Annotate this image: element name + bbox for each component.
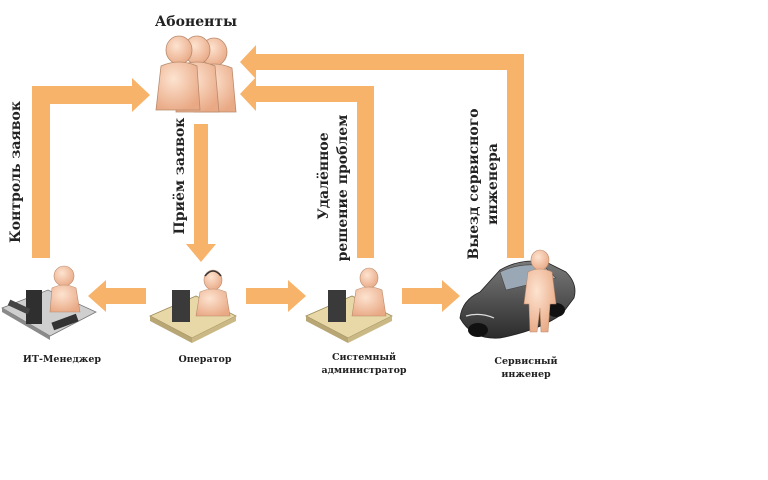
label-visit-line1: Выезд сервисного — [466, 108, 482, 259]
arrow-control-requests — [32, 78, 150, 258]
label-remote-line2: решение проблем — [335, 115, 351, 262]
sysadmin-icon — [306, 268, 392, 343]
arrow-remote-solution — [240, 77, 374, 258]
label-receive-requests: Приём заявок — [172, 118, 188, 235]
arrows — [32, 45, 524, 312]
label-it-manager: ИТ-Менеджер — [23, 354, 102, 365]
subscribers-icon — [156, 36, 236, 112]
label-sysadmin-line2: администратор — [321, 365, 406, 376]
label-sysadmin-line1: Системный — [332, 352, 396, 363]
label-engineer-line1: Сервисный — [494, 356, 557, 367]
label-control-requests: Контроль заявок — [8, 101, 24, 243]
label-operator: Оператор — [179, 354, 232, 365]
it-manager-icon — [2, 266, 96, 340]
operator-icon — [150, 270, 236, 343]
arrow-sysadmin-to-engineer — [402, 280, 460, 312]
arrow-receive-requests — [186, 124, 216, 262]
service-engineer-icon — [460, 250, 575, 338]
label-remote-line1: Удалённое — [316, 132, 332, 219]
arrow-operator-to-sysadmin — [246, 280, 306, 312]
arrow-operator-to-manager — [88, 280, 146, 312]
label-visit-line2: инженера — [485, 143, 501, 225]
label-engineer-line2: инженер — [501, 369, 551, 380]
label-subscribers: Абоненты — [155, 14, 237, 30]
